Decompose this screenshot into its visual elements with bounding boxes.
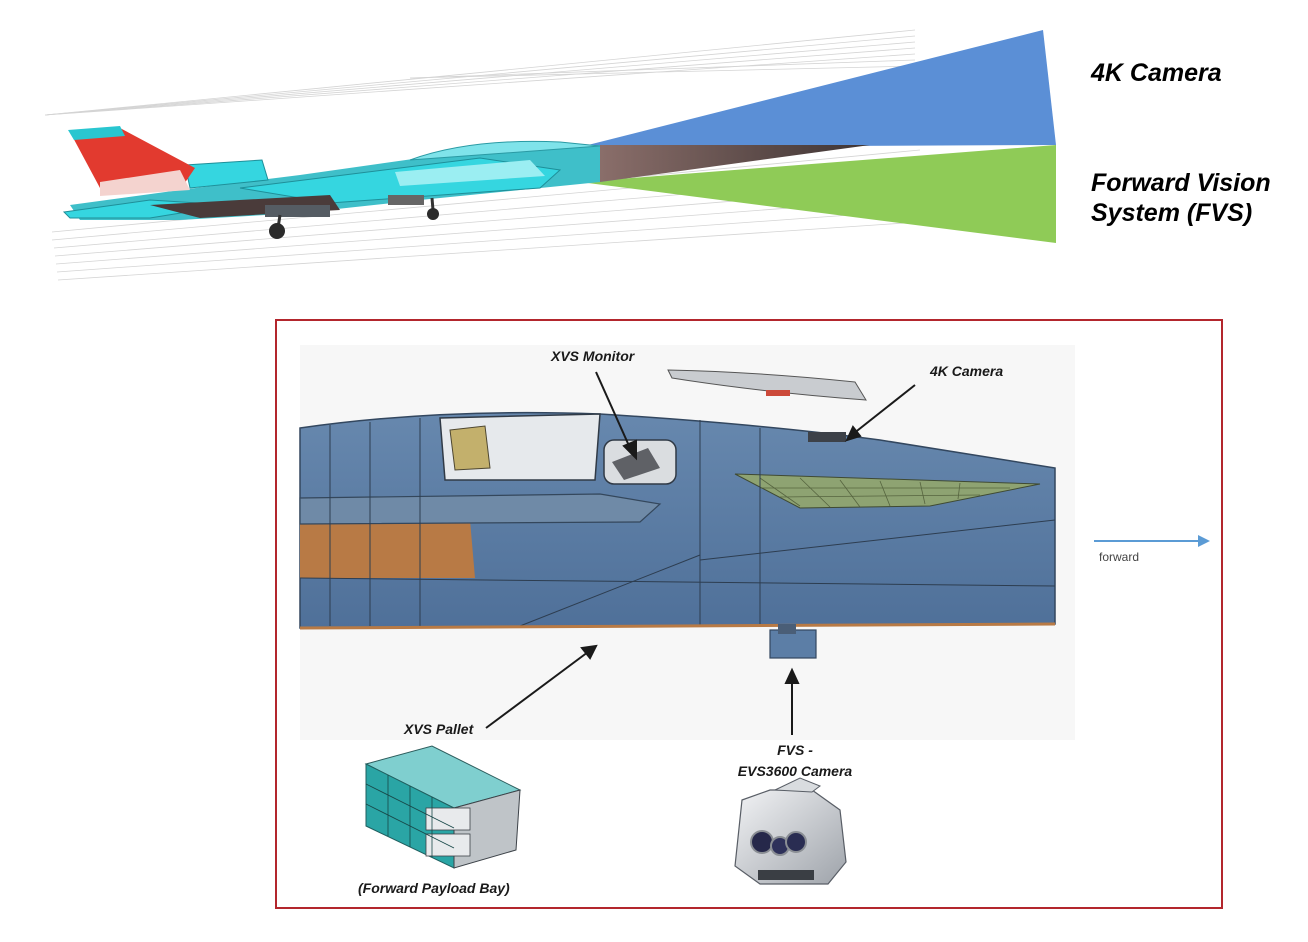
camera-4k-fov-cone	[580, 30, 1056, 147]
label-forward-payload-bay: (Forward Payload Bay)	[358, 880, 510, 896]
perspective-lines	[44, 29, 921, 281]
xvs-pallet-cage	[364, 745, 522, 869]
fvs-fov-cone	[580, 145, 1056, 243]
leader-arrows	[485, 371, 916, 735]
label-fvs-top-line2: System (FVS)	[1091, 199, 1253, 227]
top-nose	[600, 145, 870, 182]
top-aircraft-view	[44, 29, 1056, 281]
label-xvs-monitor: XVS Monitor	[551, 348, 635, 364]
label-fvs-detail-line1: FVS -	[777, 742, 813, 758]
xvs-monitor-device	[612, 448, 660, 480]
top-landing-gear	[265, 195, 439, 239]
top-tail-cap	[68, 126, 125, 140]
forward-strake	[734, 473, 1041, 509]
forward-arrow	[1094, 535, 1210, 547]
wing-root-rail	[299, 493, 662, 525]
top-engine-nacelle	[184, 159, 269, 189]
top-tail-highlight	[100, 170, 190, 196]
fuselage-frame-lines	[299, 418, 1056, 627]
top-wing-underside	[395, 160, 545, 186]
camera-4k-mount	[766, 390, 790, 396]
fuselage-bottom-trim	[299, 622, 1056, 630]
label-4k-camera-top: 4K Camera	[1091, 59, 1222, 87]
label-xvs-pallet: XVS Pallet	[404, 721, 474, 737]
fvs-sensor-mount	[778, 624, 796, 634]
camera-4k-fairing	[667, 369, 867, 401]
payload-bay-panel	[300, 520, 475, 578]
label-fvs-top-line1: Forward Vision	[1091, 169, 1271, 197]
label-4k-camera-detail: 4K Camera	[930, 363, 1004, 379]
label-fvs-detail-line2: EVS3600 Camera	[737, 763, 853, 779]
detail-panel	[275, 319, 1223, 909]
camera-4k-housing	[808, 432, 846, 442]
top-canopy	[409, 140, 601, 161]
pilot-seat	[449, 425, 491, 471]
fvs-sensor-fairing	[769, 629, 817, 659]
evs3600-camera	[734, 777, 847, 885]
label-forward: forward	[1099, 550, 1140, 564]
strake-grid	[759, 477, 1010, 508]
